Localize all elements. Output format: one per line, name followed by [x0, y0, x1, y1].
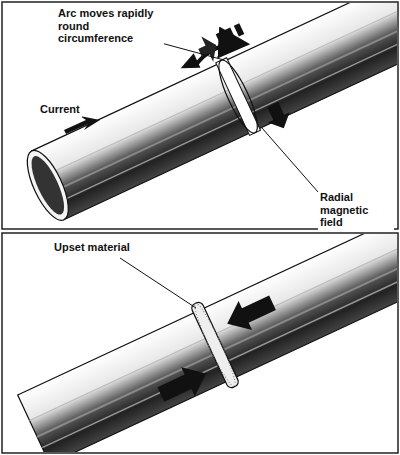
- pipe-top: [6, 3, 397, 228]
- upset-label: Upset material: [52, 240, 132, 255]
- current-label: Current: [38, 102, 82, 117]
- pipe-bottom: [14, 234, 397, 452]
- leader-line: [262, 128, 318, 192]
- arc-label: Arc moves rapidly round circumference: [56, 6, 164, 46]
- current-arrow: [64, 116, 100, 134]
- leader-line: [120, 258, 196, 308]
- field-label: Radial magnetic field: [318, 190, 394, 230]
